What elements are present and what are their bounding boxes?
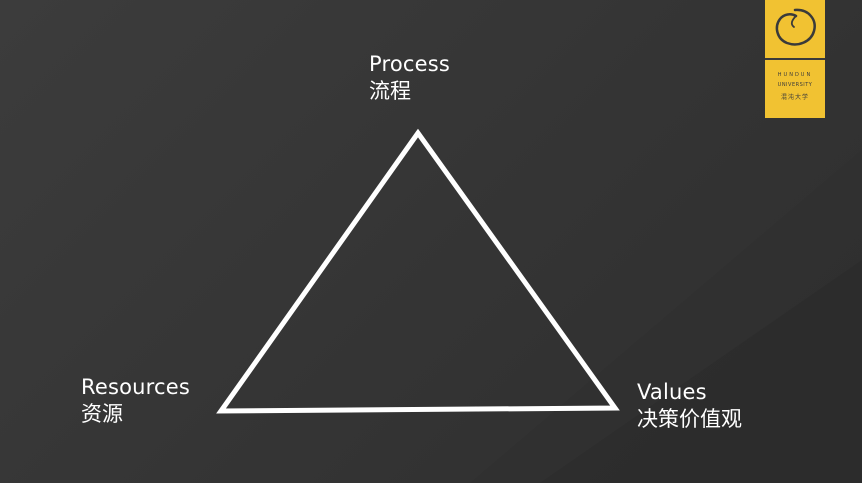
- node-values-label: Values 决策价值观: [637, 380, 742, 432]
- logo-divider: [765, 58, 825, 60]
- node-resources-zh: 资源: [81, 402, 123, 427]
- node-resources-en: Resources: [81, 375, 191, 399]
- triangle-outline: [216, 128, 620, 414]
- node-values-en: Values: [637, 380, 707, 404]
- node-values-zh: 决策价值观: [637, 407, 742, 432]
- node-process-en: Process: [369, 52, 451, 76]
- logo-line-1: HUNDUN: [777, 72, 813, 78]
- logo-line-2: UNIVERSITY: [777, 82, 813, 88]
- node-process-zh: 流程: [369, 79, 411, 104]
- node-process-label: Process 流程: [369, 52, 450, 104]
- logo-line-3: 混沌大学: [780, 94, 809, 101]
- node-resources-label: Resources 资源: [81, 375, 190, 427]
- enso-circle-icon: [775, 8, 816, 46]
- hundun-university-logo: HUNDUN UNIVERSITY 混沌大学: [765, 0, 825, 118]
